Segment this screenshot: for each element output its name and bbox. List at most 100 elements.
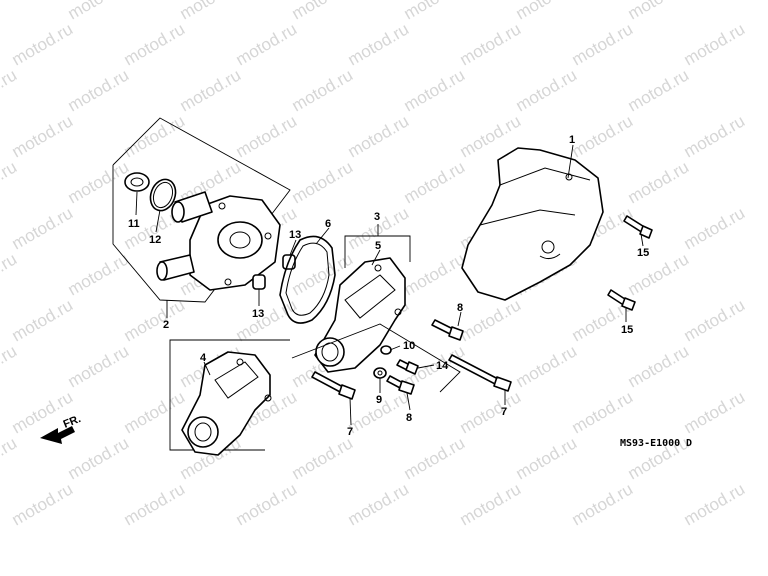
watermark-text: motod.ru: [177, 65, 245, 115]
callout-15-lower: 15: [621, 324, 633, 336]
callout-4: 4: [200, 352, 207, 364]
part-3-bracket: [344, 224, 411, 268]
part-15-bolt-lower[interactable]: [607, 289, 636, 311]
watermark-text: motod.ru: [625, 65, 693, 115]
watermark-text: motod.ru: [681, 203, 749, 253]
callout-8-lower: 8: [406, 412, 412, 424]
part-11-seal[interactable]: [124, 172, 150, 192]
watermark-text: motod.ru: [121, 387, 189, 437]
watermark-text: motod.ru: [0, 157, 20, 207]
watermark-text: motod.ru: [401, 157, 469, 207]
callout-13-upper: 13: [289, 229, 301, 241]
callout-10: 10: [403, 340, 415, 352]
watermark-text: motod.ru: [289, 65, 357, 115]
callout-14: 14: [436, 360, 449, 372]
part-4-pump-cover-alt[interactable]: [181, 351, 272, 456]
diagram-code: MS93-E1000: [620, 438, 680, 449]
watermark-text: motod.ru: [401, 65, 469, 115]
watermark-text: motod.ru: [457, 387, 525, 437]
watermark-text: motod.ru: [0, 65, 20, 115]
watermark-text: motod.ru: [9, 479, 77, 529]
watermark-text: motod.ru: [233, 111, 301, 161]
watermark-text: motod.ru: [65, 341, 133, 391]
part-15-bolt-upper[interactable]: [623, 215, 653, 239]
part-2-water-pump[interactable]: [156, 191, 281, 291]
watermark-text: motod.ru: [345, 19, 413, 69]
watermark-text: motod.ru: [65, 65, 133, 115]
watermark-text: motod.ru: [681, 479, 749, 529]
part-8-bolt-lower[interactable]: [386, 375, 415, 395]
watermark-text: motod.ru: [9, 111, 77, 161]
watermark-text: motod.ru: [569, 19, 637, 69]
watermark-text: motod.ru: [513, 433, 581, 483]
watermark-text: motod.ru: [345, 111, 413, 161]
part-10-washer[interactable]: [380, 345, 392, 355]
watermark-text: motod.ru: [65, 0, 133, 23]
watermark-text: motod.ru: [9, 295, 77, 345]
watermark-text: motod.ru: [401, 249, 469, 299]
watermark-text: motod.ru: [569, 387, 637, 437]
callout-13-lower: 13: [252, 308, 264, 320]
callout-7-left: 7: [347, 426, 353, 438]
watermark-text: motod.ru: [0, 249, 20, 299]
watermark-text: motod.ru: [121, 111, 189, 161]
watermark-text: motod.ru: [457, 19, 525, 69]
watermark-text: motod.ru: [513, 65, 581, 115]
diagram-code-suffix: D: [686, 438, 692, 449]
part-2-assembly-box: [112, 117, 291, 303]
watermark-text: motod.ru: [233, 19, 301, 69]
watermark-text: motod.ru: [289, 0, 357, 23]
part-12-o-ring[interactable]: [146, 176, 179, 214]
watermark-text: motod.ru: [0, 341, 20, 391]
part-7-bolt-right[interactable]: [448, 354, 512, 392]
part-6-gasket[interactable]: [279, 235, 336, 324]
watermark-text: motod.ru: [233, 479, 301, 529]
front-direction-label: FR.: [62, 413, 83, 431]
watermark-text: motod.ru: [65, 157, 133, 207]
watermark-text: motod.ru: [289, 157, 357, 207]
watermark-text: motod.ru: [625, 341, 693, 391]
part-9-washer[interactable]: [373, 367, 387, 379]
watermark-text: motod.ru: [401, 0, 469, 23]
leader-lines: [135, 144, 644, 426]
part-5-pump-cover[interactable]: [314, 257, 406, 373]
part-8-bolt-upper[interactable]: [431, 319, 464, 341]
watermark-text: motod.ru: [569, 479, 637, 529]
watermark-text: motod.ru: [121, 479, 189, 529]
callout-1: 1: [569, 134, 575, 146]
watermark-text: motod.ru: [121, 19, 189, 69]
part-14-bolt[interactable]: [396, 359, 419, 375]
watermark-text: motod.ru: [9, 203, 77, 253]
watermark-text: motod.ru: [65, 433, 133, 483]
part-7-bolt-left[interactable]: [311, 371, 356, 400]
callout-5: 5: [375, 240, 381, 252]
watermark-text: motod.ru: [289, 433, 357, 483]
callout-8-upper: 8: [457, 302, 463, 314]
watermark-text: motod.ru: [681, 295, 749, 345]
watermark-text: motod.ru: [569, 111, 637, 161]
watermark-text: motod.ru: [513, 0, 581, 23]
watermark-text: motod.ru: [681, 387, 749, 437]
watermark-text: motod.ru: [625, 0, 693, 23]
callout-2: 2: [163, 319, 169, 331]
callout-6: 6: [325, 218, 331, 230]
watermark-text: motod.ru: [625, 157, 693, 207]
callout-15-upper: 15: [637, 247, 649, 259]
watermark-text: motod.ru: [177, 0, 245, 23]
watermark-text: motod.ru: [0, 0, 20, 23]
front-direction-arrow-icon: [40, 426, 75, 444]
watermark-text: motod.ru: [457, 295, 525, 345]
part-hardware-box: [291, 323, 461, 393]
watermark-text: motod.ru: [0, 433, 20, 483]
callout-labels: 1 11 12 2 13 13 6 3 5 4 8 10 14 9 8 7 7 …: [128, 134, 649, 438]
part-13-dowel-lower[interactable]: [252, 274, 266, 290]
watermark-text: motod.ru: [345, 479, 413, 529]
watermark-text: motod.ru: [457, 479, 525, 529]
watermark-text: motod.ru: [513, 341, 581, 391]
watermark-text: motod.ru: [681, 111, 749, 161]
callout-7-right: 7: [501, 406, 507, 418]
watermark-text: motod.ru: [625, 249, 693, 299]
part-1-cover[interactable]: [461, 147, 604, 301]
watermark-text: motod.ru: [65, 249, 133, 299]
callout-12: 12: [149, 234, 161, 246]
